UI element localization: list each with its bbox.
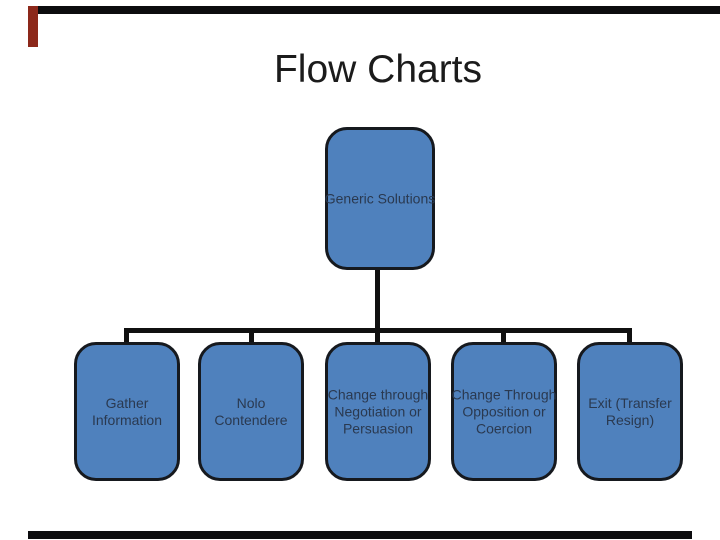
node-label: Nolo Contendere [214,394,288,428]
connector-stub-5 [627,328,632,345]
flowchart-node-nolo-contendere: Nolo Contendere [198,342,304,481]
red-accent-bar [28,6,38,47]
connector-stub-2 [249,328,254,345]
connector-stub-4 [501,328,506,345]
node-label: Gather Information [91,394,163,428]
node-label: Change Through Opposition or Coercion [451,386,557,436]
node-label: Change through Negotiation or Persuasion [327,386,429,436]
flowchart-node-generic-solutions: Generic Solutions [325,127,435,270]
node-label: Generic Solutions [324,190,436,206]
node-label: Exit (Transfer Resign) [588,394,672,428]
flowchart-node-change-negotiation: Change through Negotiation or Persuasion [325,342,431,481]
slide-title: Flow Charts [273,48,483,91]
top-letterbox-bar [28,6,720,14]
flowchart-node-change-opposition: Change Through Opposition or Coercion [451,342,557,481]
connector-root-vertical [375,269,380,346]
flowchart-node-gather-information: Gather Information [74,342,180,481]
bottom-letterbox-bar [28,531,692,539]
connector-stub-1 [124,328,129,345]
flowchart-node-exit-transfer: Exit (Transfer Resign) [577,342,683,481]
connector-horizontal [124,328,632,333]
